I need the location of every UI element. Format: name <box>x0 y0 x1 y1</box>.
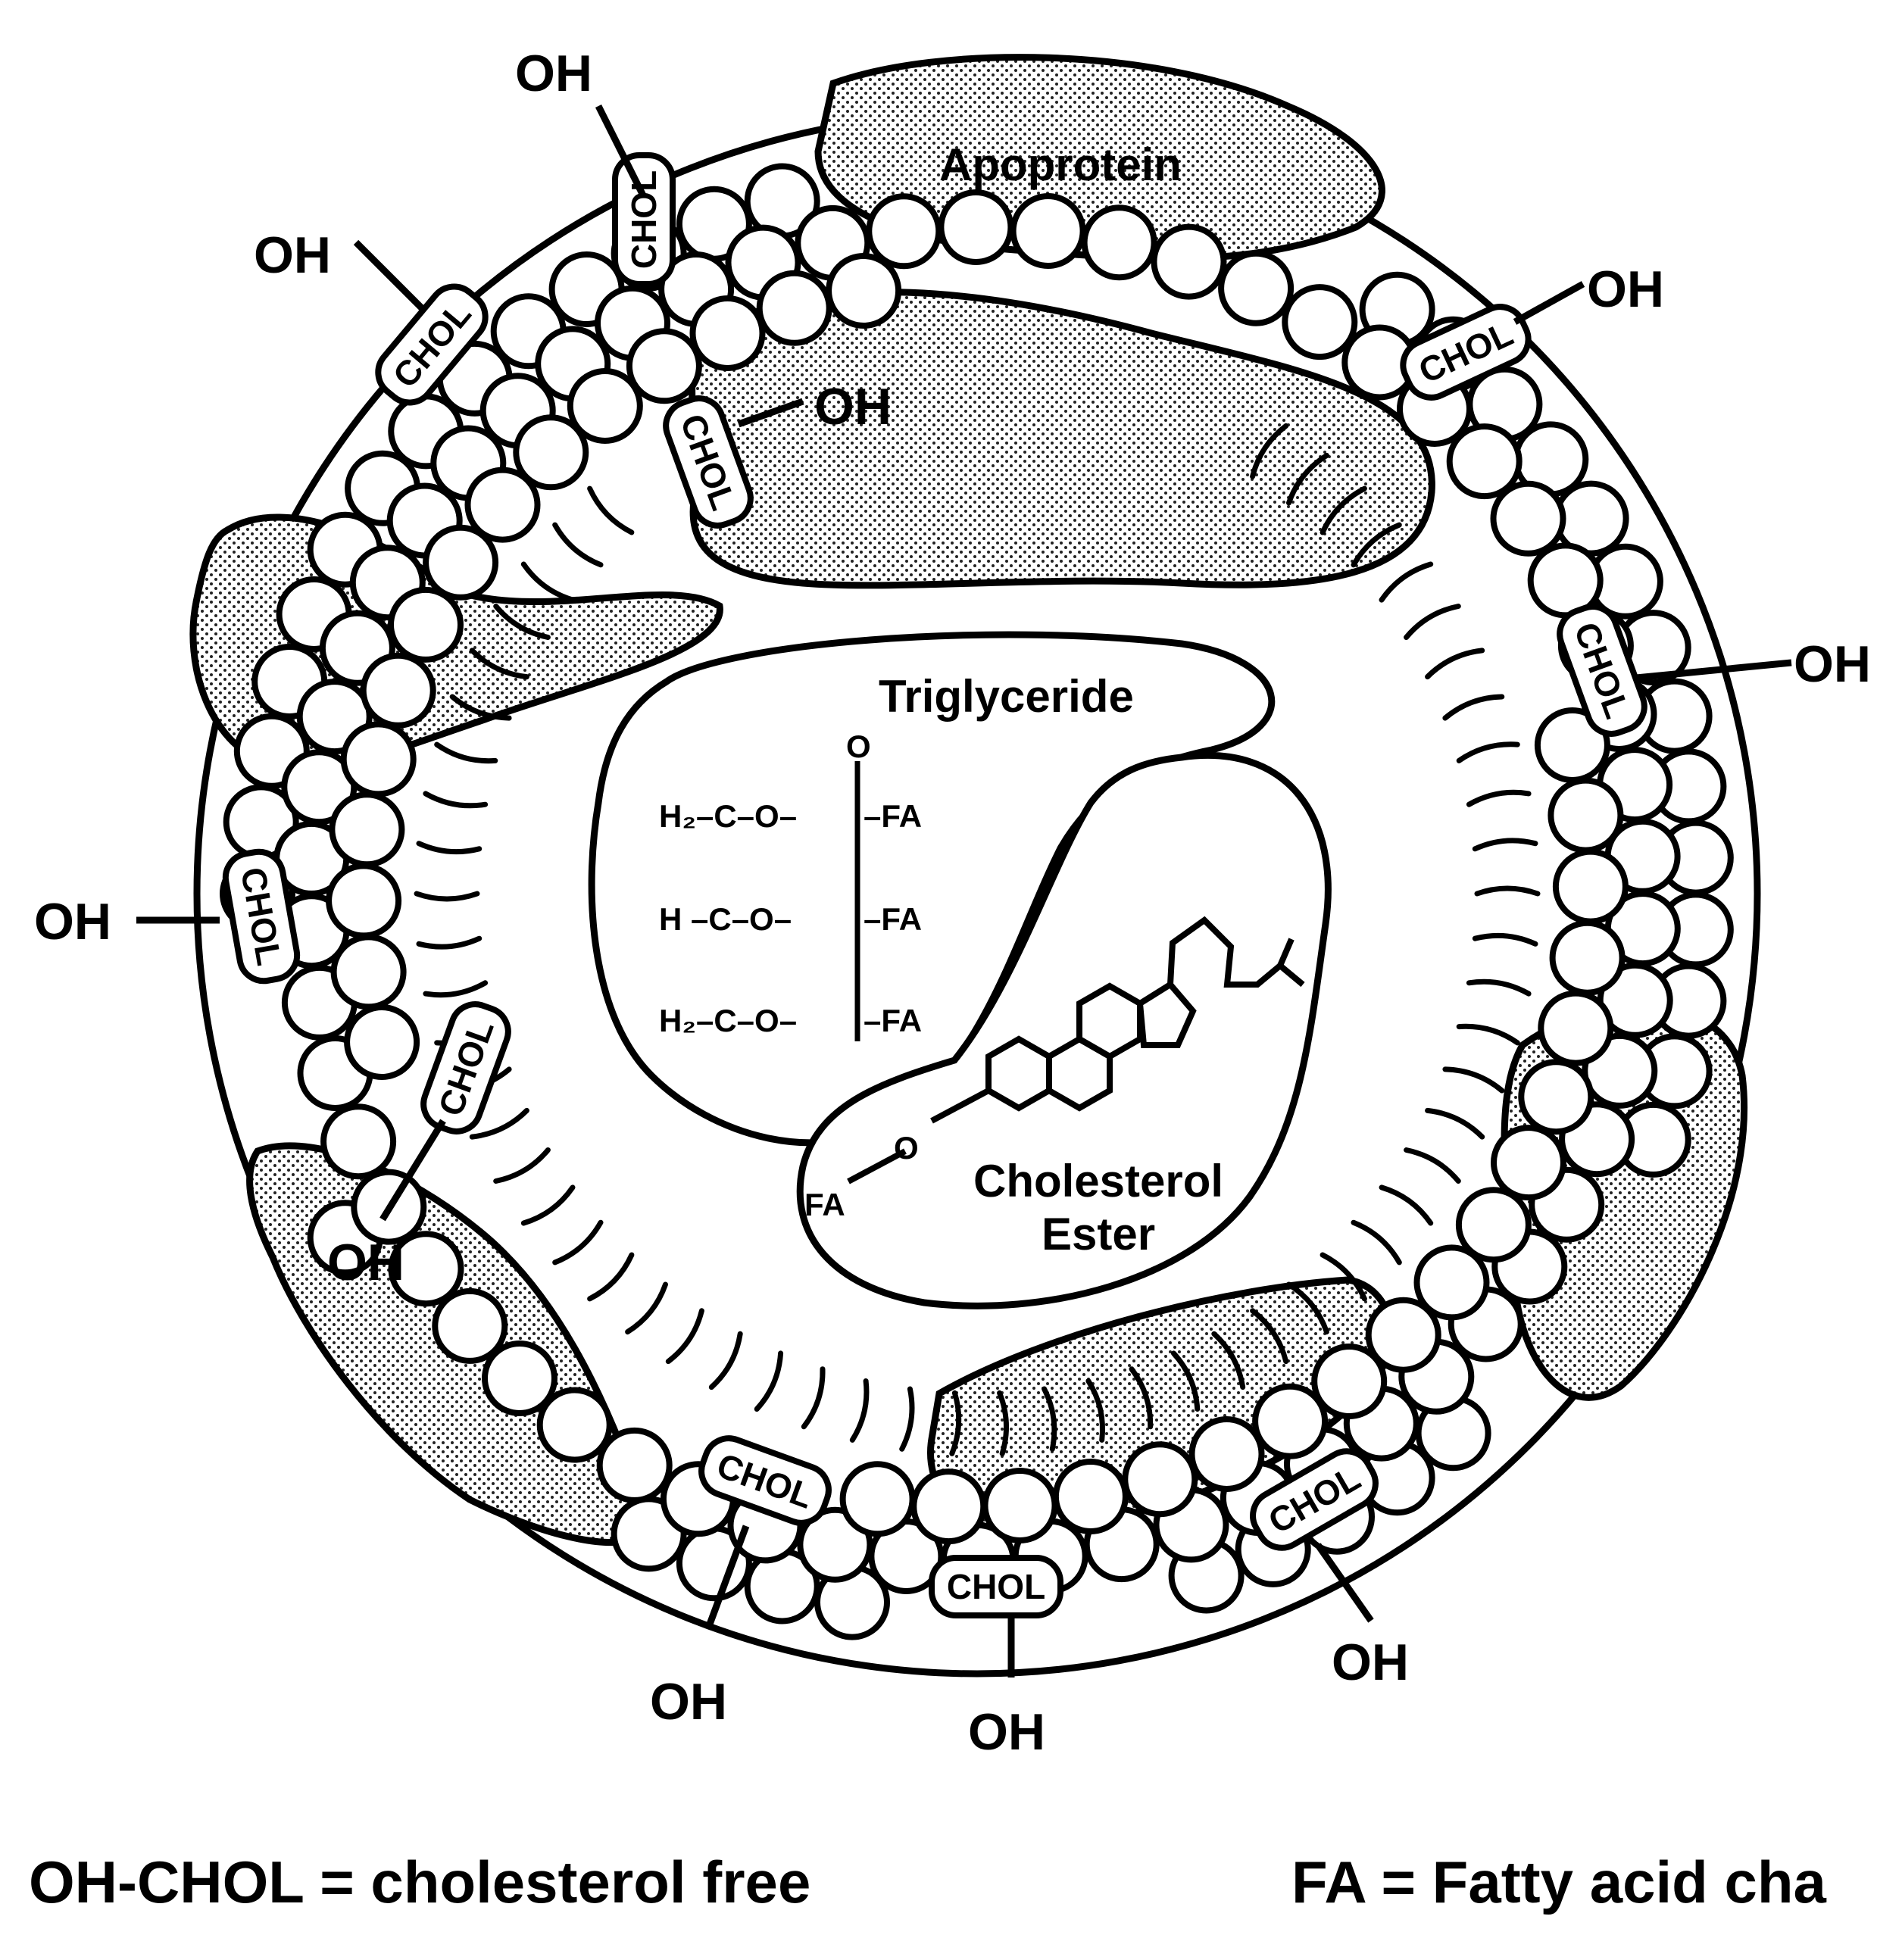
chol-capsule: CHOL <box>932 1558 1060 1615</box>
oh-label: OH <box>34 893 111 950</box>
phospholipid-head <box>600 1431 670 1500</box>
phospholipid-head <box>1221 254 1291 323</box>
phospholipid-head <box>941 192 1010 262</box>
carbonyl-o-label: O <box>846 729 871 764</box>
triglyceride-row-2-left: H –C–O– <box>659 901 792 937</box>
phospholipid-head <box>435 1291 504 1361</box>
oh-label: OH <box>1587 261 1664 318</box>
phospholipid-head <box>985 1471 1055 1540</box>
oh-label: OH <box>814 378 892 435</box>
cholesterol-ester-label-line2: Ester <box>1042 1209 1155 1259</box>
phospholipid-head <box>1013 196 1083 266</box>
triglyceride-row-1-left: H₂–C–O– <box>659 798 797 834</box>
phospholipid-head <box>1192 1419 1262 1489</box>
phospholipid-head <box>829 256 898 326</box>
oh-label: OH <box>650 1673 727 1731</box>
phospholipid-head <box>344 724 414 794</box>
phospholipid-head <box>364 656 433 726</box>
oh-label: OH <box>254 226 331 284</box>
phospholipid-head <box>843 1464 913 1534</box>
phospholipid-head <box>760 273 829 343</box>
triglyceride-row-2-right: –FA <box>864 901 922 937</box>
oh-label: OH <box>1332 1634 1409 1691</box>
triglyceride-label: Triglyceride <box>879 671 1134 722</box>
chol-label: CHOL <box>947 1567 1045 1606</box>
ester-oxygen-label: O <box>894 1130 919 1166</box>
oh-label: OH <box>968 1703 1045 1761</box>
phospholipid-head <box>629 331 699 401</box>
phospholipid-head <box>1314 1347 1384 1416</box>
ester-fa-label: FA <box>804 1187 845 1222</box>
oh-label: OH <box>1794 635 1871 693</box>
oh-label: OH <box>515 45 592 102</box>
legend-free-cholesterol: OH-CHOL = cholesterol free <box>29 1848 810 1917</box>
phospholipid-head <box>323 1106 393 1176</box>
phospholipid-head <box>570 371 640 441</box>
phospholipid-head <box>391 590 461 660</box>
triglyceride-row-3-right: –FA <box>864 1003 922 1038</box>
phospholipid-head <box>914 1472 983 1541</box>
chol-label: CHOL <box>624 170 664 269</box>
phospholipid-head <box>869 196 938 266</box>
phospholipid-head <box>1494 1128 1563 1197</box>
phospholipid-head <box>1085 208 1154 277</box>
oh-label: OH <box>327 1234 404 1291</box>
phospholipid-head <box>1056 1462 1126 1531</box>
phospholipid-head <box>1541 994 1610 1063</box>
phospholipid-head <box>1255 1387 1325 1456</box>
hydroxyl-bond <box>1515 284 1583 322</box>
phospholipid-head <box>1553 923 1622 993</box>
phospholipid-head <box>1521 1062 1591 1131</box>
phospholipid-head <box>1551 781 1620 850</box>
phospholipid-head <box>332 794 401 864</box>
cholesterol-ester-label-line1: Cholesterol <box>973 1156 1223 1206</box>
phospholipid-head <box>1154 227 1224 297</box>
apoprotein-label: Apoprotein <box>939 139 1182 190</box>
phospholipid-head <box>334 937 404 1007</box>
phospholipid-head <box>1494 484 1563 554</box>
phospholipid-head <box>1556 852 1626 922</box>
hydroxyl-bond <box>356 242 424 311</box>
chol-capsule: CHOL <box>615 155 673 284</box>
phospholipid-head <box>329 866 398 935</box>
phospholipid-head <box>1450 426 1519 496</box>
phospholipid-head <box>1125 1444 1195 1514</box>
phospholipid-head <box>693 298 763 368</box>
phospholipid-head <box>1285 287 1354 357</box>
triglyceride-row-1-right: –FA <box>864 798 922 834</box>
legend-fatty-acid: FA = Fatty acid cha <box>1291 1848 1877 1917</box>
phospholipid-head <box>347 1007 417 1077</box>
triglyceride-row-3-left: H₂–C–O– <box>659 1003 797 1038</box>
